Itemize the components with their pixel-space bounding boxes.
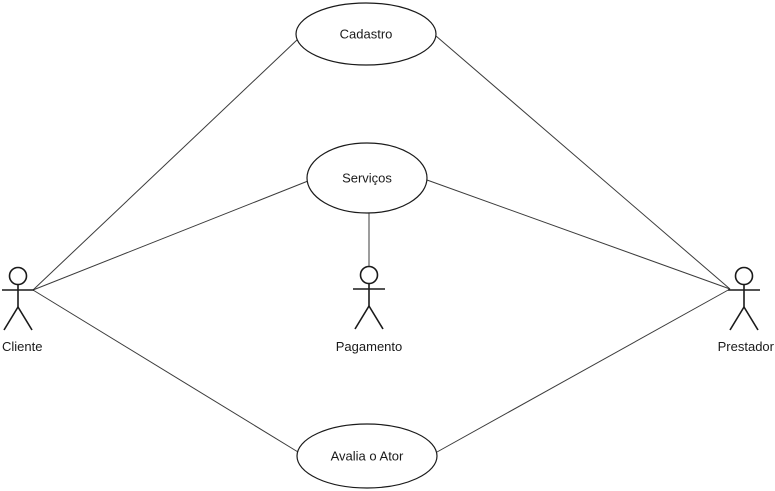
actor-prestador[interactable]: Prestador [718,266,775,355]
use-case-label-avalia-o-ator: Avalia o Ator [331,448,404,463]
actor-label-cliente: Cliente [2,339,42,354]
actor-head-circle [8,266,28,286]
association-lines [32,35,731,453]
actor-figure-pagamento[interactable] [353,265,385,330]
actor-label-prestador: Prestador [718,339,775,354]
association-cliente-avalia-o-ator[interactable] [32,289,299,453]
use-case-label-servicos: Serviços [342,170,392,185]
actor-left-leg-line [729,306,745,331]
actor-pagamento[interactable]: Pagamento [336,265,403,355]
use-case-ellipse-avalia-o-ator[interactable] [296,423,438,489]
use-case-avalia-o-ator[interactable]: Avalia o Ator [296,423,438,489]
use-case-ellipse-cadastro[interactable] [295,2,437,66]
use-case-ellipse-servicos[interactable] [306,142,428,214]
actor-head-circle [734,266,754,286]
actor-left-leg-line [354,305,370,330]
actor-right-leg-line [743,306,759,331]
actor-left-leg-line [3,306,19,331]
use-case-servicos[interactable]: Serviços [306,142,428,214]
actor-figure-prestador[interactable] [728,266,760,331]
use-case-label-cadastro: Cadastro [340,26,393,41]
actor-head-circle [359,265,379,285]
actor-label-pagamento: Pagamento [336,339,403,354]
association-cadastro-prestador[interactable] [435,35,731,290]
actor-cliente[interactable]: Cliente [2,266,42,355]
actor-right-leg-line [17,306,33,331]
actor-right-leg-line [368,305,384,330]
association-cliente-servicos[interactable] [32,180,309,291]
actor-figure-cliente[interactable] [2,266,34,331]
use-case-cadastro[interactable]: Cadastro [295,2,437,66]
association-servicos-prestador[interactable] [426,179,731,290]
association-cliente-cadastro[interactable] [32,38,299,291]
association-avalia-o-ator-prestador[interactable] [436,288,731,453]
